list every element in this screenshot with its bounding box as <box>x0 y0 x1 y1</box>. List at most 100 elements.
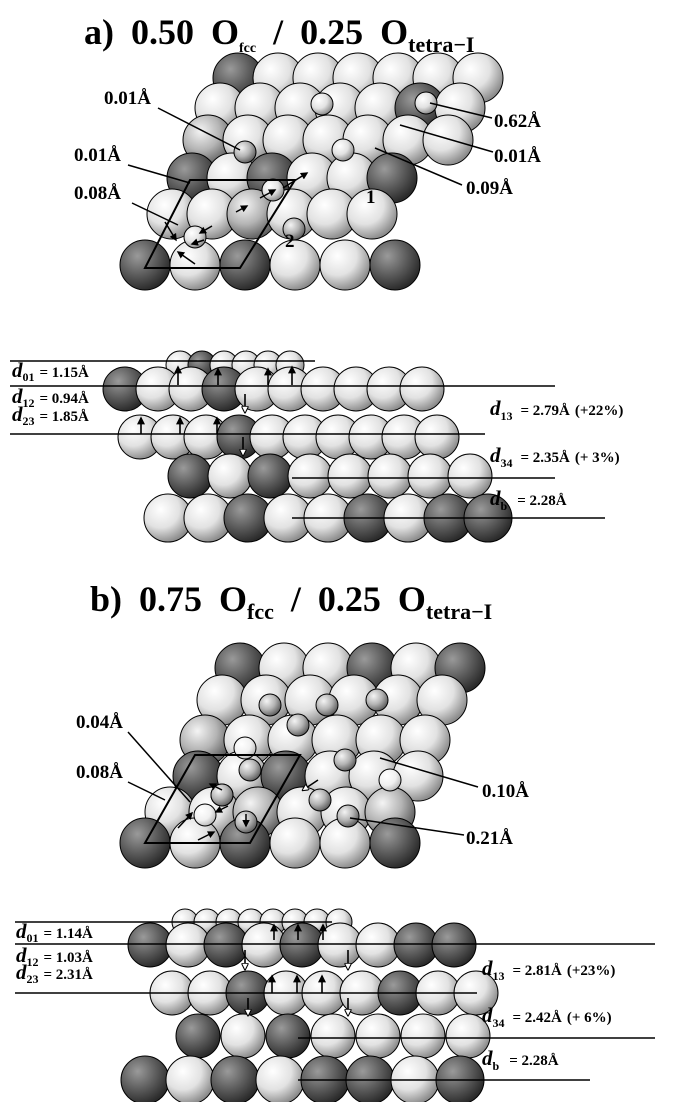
panel-a-side-view <box>102 350 513 543</box>
metal-atom <box>287 453 333 499</box>
metal-atom <box>167 453 213 499</box>
label-b-0-08: 0.08Å <box>76 762 123 783</box>
d34-label-a: d34= 2.35Å(+ 3%) <box>490 443 620 470</box>
metal-atom <box>400 1013 446 1059</box>
oxygen-atom <box>210 783 234 807</box>
panel-b-side-labels: d01= 1.14Å d12= 1.03Å d23= 2.31Å d13= 2.… <box>16 919 615 1073</box>
panel-a: a) 0.50 Ofcc / 0.25 Otetra−I <box>10 12 623 543</box>
d01-label-a: d01= 1.15Å <box>12 358 89 384</box>
metal-atom <box>210 1055 260 1102</box>
panel-b-title: b) 0.75 Ofcc / 0.25 Otetra−I <box>90 579 492 627</box>
oxygen-atom <box>183 225 207 249</box>
d01-label-b: d01= 1.14Å <box>16 919 93 945</box>
oxygen-atom <box>333 748 357 772</box>
oxygen-atom <box>336 804 360 828</box>
oxygen-atom <box>233 140 257 164</box>
label-b-0-04: 0.04Å <box>76 712 123 733</box>
label-a-0-01-2: 0.01Å <box>74 145 121 166</box>
metal-atom <box>431 922 477 968</box>
metal-atom <box>247 453 293 499</box>
oxygen-atom <box>378 768 402 792</box>
metal-atom <box>367 453 413 499</box>
d12-label-b: d12= 1.03Å <box>16 943 93 969</box>
panel-b-side-arrows <box>245 923 348 1015</box>
oxygen-atom <box>233 736 257 760</box>
metal-atom <box>269 239 321 291</box>
metal-atom <box>345 1055 395 1102</box>
site-label-1: 1 <box>366 187 376 208</box>
metal-atom <box>355 922 401 968</box>
oxygen-atom <box>331 138 355 162</box>
oxygen-atom <box>238 758 262 782</box>
label-a-0-62: 0.62Å <box>494 111 541 132</box>
panel-a-side-arrows <box>137 365 296 455</box>
oxygen-atom <box>282 217 306 241</box>
d13-label-a: d13= 2.79Å(+22%) <box>490 396 623 423</box>
d13-label-b: d13= 2.81Å(+23%) <box>482 956 615 983</box>
oxygen-atom <box>286 713 310 737</box>
metal-atom <box>175 1013 221 1059</box>
panel-b-top-view <box>119 642 486 869</box>
db-label-b: db= 2.28Å <box>482 1046 559 1073</box>
metal-atom <box>369 239 421 291</box>
oxygen-atom <box>365 688 389 712</box>
oxygen-atom <box>193 803 217 827</box>
oxygen-atom <box>258 693 282 717</box>
d34-label-b: d34= 2.42Å(+ 6%) <box>482 1003 612 1030</box>
db-label-a: db= 2.28Å <box>490 486 567 513</box>
metal-atom <box>127 922 173 968</box>
metal-atom <box>241 922 287 968</box>
panel-b-side-view <box>120 908 499 1102</box>
label-a-0-01-3: 0.01Å <box>494 146 541 167</box>
oxygen-atom <box>414 91 438 115</box>
site-label-2: 2 <box>285 231 295 252</box>
panel-a-top-view <box>119 52 504 291</box>
metal-atom <box>319 239 371 291</box>
metal-atom <box>422 114 474 166</box>
metal-atom <box>310 1013 356 1059</box>
metal-atom <box>414 414 460 460</box>
oxygen-atom <box>308 788 332 812</box>
oxygen-atom <box>315 693 339 717</box>
d23-label-a: d23= 1.85Å <box>12 402 89 428</box>
panel-a-top-labels: 0.01Å 0.01Å 0.08Å 0.62Å 0.01Å 0.09Å 1 2 <box>74 88 541 252</box>
metal-atom <box>435 1055 485 1102</box>
metal-atom <box>407 453 453 499</box>
panel-b-side-lines <box>15 921 655 1081</box>
panel-a-title: a) 0.50 Ofcc / 0.25 Otetra−I <box>84 12 474 60</box>
label-a-0-01-1: 0.01Å <box>104 88 151 109</box>
metal-atom <box>165 1055 215 1102</box>
metal-atom <box>119 239 171 291</box>
d23-label-b: d23= 2.31Å <box>16 960 93 986</box>
metal-atom <box>279 922 325 968</box>
label-a-0-09: 0.09Å <box>466 178 513 199</box>
metal-atom <box>120 1055 170 1102</box>
metal-atom <box>393 922 439 968</box>
metal-atom <box>203 922 249 968</box>
metal-atom <box>220 1013 266 1059</box>
panel-b: b) 0.75 Ofcc / 0.25 Otetra−I 0.04Å 0.08Å… <box>15 579 655 1102</box>
metal-atom <box>369 817 421 869</box>
metal-atom <box>207 453 253 499</box>
label-b-0-21: 0.21Å <box>466 828 513 849</box>
metal-atom <box>255 1055 305 1102</box>
metal-atom <box>300 1055 350 1102</box>
metal-atom <box>447 453 493 499</box>
panel-a-side-lines <box>10 360 605 519</box>
metal-atom <box>165 922 211 968</box>
label-b-0-10: 0.10Å <box>482 781 529 802</box>
panel-b-top-annotations <box>127 731 479 844</box>
panel-a-top-annotations <box>127 102 494 269</box>
panel-a-side-labels: d01= 1.15Å d12= 0.94Å d23= 1.85Å d13= 2.… <box>12 358 623 513</box>
metal-atom <box>390 1055 440 1102</box>
metal-atom <box>219 239 271 291</box>
label-a-0-08: 0.08Å <box>74 183 121 204</box>
metal-atom <box>317 922 363 968</box>
metal-atom <box>399 366 445 412</box>
metal-atom <box>265 1013 311 1059</box>
oxygen-atom <box>310 92 334 116</box>
metal-atom <box>355 1013 401 1059</box>
metal-atom <box>346 188 398 240</box>
metal-atom <box>327 453 373 499</box>
